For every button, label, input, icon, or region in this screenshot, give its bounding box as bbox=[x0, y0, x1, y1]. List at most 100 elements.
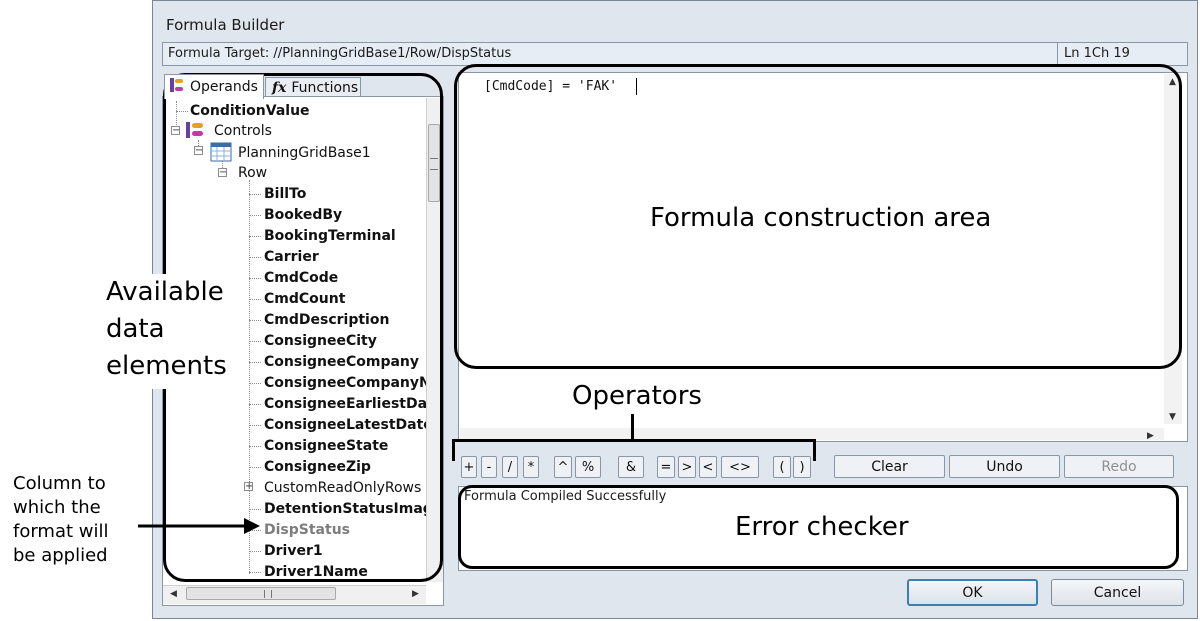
operators-annotation: Operators bbox=[572, 381, 702, 411]
tab-functions[interactable]: fx Functions bbox=[265, 77, 361, 98]
annotation-line: Available bbox=[106, 277, 224, 307]
tree-connector bbox=[249, 299, 261, 300]
tree-connector bbox=[249, 530, 261, 531]
tree-connector bbox=[249, 194, 261, 195]
tree-horizontal-scroll-thumb[interactable] bbox=[186, 587, 336, 600]
operator-not-equal-button[interactable]: <> bbox=[721, 456, 759, 478]
tree-connector bbox=[176, 111, 188, 112]
collapse-icon[interactable]: − bbox=[218, 167, 228, 178]
operator-greater-button[interactable]: > bbox=[678, 456, 696, 478]
tree-field-item[interactable]: BookingTerminal bbox=[264, 228, 396, 244]
tree-field-item[interactable]: ConsigneeCompany bbox=[264, 354, 420, 370]
operands-icon bbox=[169, 77, 185, 97]
scroll-right-icon[interactable]: ▶ bbox=[1147, 431, 1154, 441]
tree-connector bbox=[249, 320, 261, 321]
expand-icon[interactable]: + bbox=[244, 481, 254, 492]
error-checker-annotation: Error checker bbox=[735, 512, 909, 542]
tree-connector bbox=[249, 425, 261, 426]
tree-field-item[interactable]: BillTo bbox=[264, 186, 307, 202]
operator-close-paren-button[interactable]: ) bbox=[793, 456, 811, 478]
scroll-left-icon[interactable]: ◀ bbox=[170, 589, 177, 599]
window-title: Formula Builder bbox=[166, 16, 285, 34]
operator-concat-button[interactable]: & bbox=[618, 456, 644, 478]
tree-field-item[interactable]: CmdCount bbox=[264, 291, 346, 307]
tree-field-item[interactable]: CmdDescription bbox=[264, 312, 390, 328]
tree-field-item[interactable]: ConsigneeCompanyN bbox=[264, 375, 431, 391]
scroll-down-icon[interactable]: ▼ bbox=[1169, 412, 1176, 422]
operator-open-paren-button[interactable]: ( bbox=[773, 456, 791, 478]
collapse-icon[interactable]: − bbox=[194, 145, 204, 156]
tree-field-item[interactable]: ConsigneeZip bbox=[264, 459, 371, 475]
collapse-icon[interactable]: − bbox=[171, 125, 181, 136]
operator-divide-button[interactable]: / bbox=[502, 456, 518, 478]
tree-connector bbox=[222, 158, 223, 172]
tree-item-controls[interactable]: Controls bbox=[214, 123, 272, 139]
undo-button[interactable]: Undo bbox=[949, 455, 1060, 478]
operator-equals-button[interactable]: = bbox=[657, 456, 675, 478]
tree-field-item[interactable]: DetentionStatusImag bbox=[264, 501, 433, 517]
tree-field-item[interactable]: Carrier bbox=[264, 249, 319, 265]
construction-area-annotation: Formula construction area bbox=[650, 203, 992, 233]
tree-field-item[interactable]: ConsigneeEarliestDat bbox=[264, 396, 434, 412]
operator-multiply-button[interactable]: * bbox=[523, 456, 539, 478]
text-cursor bbox=[636, 78, 637, 95]
editor-horizontal-scrollbar[interactable] bbox=[460, 428, 1164, 440]
annotation-line: which the bbox=[13, 497, 101, 518]
tree-connector bbox=[249, 404, 261, 405]
construction-area-callout bbox=[454, 64, 1182, 369]
grip-icon bbox=[264, 590, 272, 598]
tree-field-item[interactable]: CmdCode bbox=[264, 270, 339, 286]
tree-connector bbox=[249, 467, 261, 468]
tree-connector bbox=[249, 551, 261, 552]
operator-plus-button[interactable]: + bbox=[461, 456, 477, 478]
tree-field-item[interactable]: Driver1 bbox=[264, 543, 323, 559]
arrow-right-icon bbox=[138, 518, 260, 534]
redo-button[interactable]: Redo bbox=[1064, 455, 1174, 478]
available-data-annotation: Available data elements bbox=[106, 274, 227, 389]
tree-vertical-scroll-thumb[interactable] bbox=[428, 124, 440, 202]
cancel-button[interactable]: Cancel bbox=[1051, 579, 1184, 606]
tree-connector bbox=[249, 278, 261, 279]
tree-connector bbox=[249, 180, 250, 574]
tree-item-row[interactable]: Row bbox=[238, 165, 268, 181]
tree-connector bbox=[249, 572, 261, 573]
operators-bracket bbox=[452, 439, 816, 461]
target-bar-divider bbox=[1057, 43, 1058, 65]
column-annotation: Column to which the format will be appli… bbox=[13, 472, 109, 568]
cursor-position-text: Ln 1Ch 19 bbox=[1064, 46, 1130, 61]
error-checker-box bbox=[458, 486, 1188, 571]
grip-icon bbox=[430, 158, 438, 170]
tree-connector bbox=[249, 257, 261, 258]
ok-button[interactable]: OK bbox=[907, 579, 1038, 606]
tree-item-planninggridbase1[interactable]: PlanningGridBase1 bbox=[238, 145, 371, 161]
operator-less-button[interactable]: < bbox=[699, 456, 717, 478]
tree-connector bbox=[249, 509, 261, 510]
tree-connector bbox=[249, 362, 261, 363]
tree-field-dispstatus[interactable]: DispStatus bbox=[264, 522, 350, 538]
formula-editor[interactable] bbox=[458, 72, 1188, 442]
tree-item-conditionvalue[interactable]: ConditionValue bbox=[190, 103, 310, 119]
tab-functions-label: Functions bbox=[291, 80, 359, 96]
scroll-right-icon[interactable]: ▶ bbox=[412, 589, 419, 599]
annotation-line: format will bbox=[13, 521, 109, 542]
tree-field-item[interactable]: ConsigneeCity bbox=[264, 333, 377, 349]
compile-status-text: Formula Compiled Successfully bbox=[464, 489, 667, 504]
operator-power-button[interactable]: ^ bbox=[554, 456, 572, 478]
formula-text[interactable]: [CmdCode] = 'FAK' bbox=[484, 79, 618, 94]
tree-field-item[interactable]: ConsigneeLatestDate bbox=[264, 417, 433, 433]
tree-connector bbox=[176, 101, 177, 127]
tree-field-item[interactable]: BookedBy bbox=[264, 207, 343, 223]
tab-operands-label: Operands bbox=[190, 79, 258, 95]
tree-connector bbox=[249, 446, 261, 447]
annotation-line: elements bbox=[106, 351, 227, 381]
tree-vertical-scrollbar[interactable] bbox=[426, 98, 443, 582]
tree-field-item[interactable]: ConsigneeState bbox=[264, 438, 389, 454]
operator-minus-button[interactable]: - bbox=[481, 456, 497, 478]
operator-modulo-button[interactable]: % bbox=[575, 456, 601, 478]
formula-target-text: Formula Target: //PlanningGridBase1/Row/… bbox=[168, 46, 512, 61]
tab-operands[interactable]: Operands bbox=[164, 74, 264, 99]
clear-button[interactable]: Clear bbox=[834, 455, 945, 478]
editor-vertical-scrollbar[interactable] bbox=[1164, 74, 1182, 424]
tree-item-customreadonlyrows[interactable]: CustomReadOnlyRows bbox=[264, 480, 422, 496]
tree-field-item[interactable]: Driver1Name bbox=[264, 564, 368, 580]
